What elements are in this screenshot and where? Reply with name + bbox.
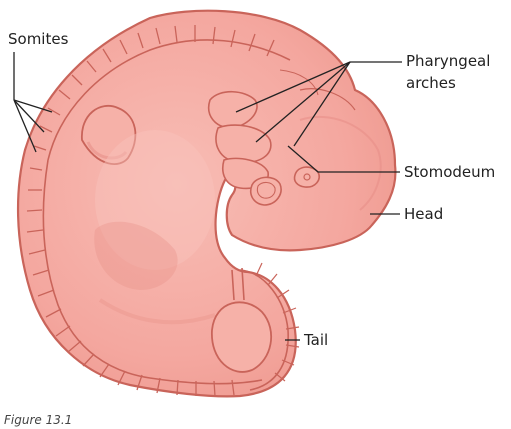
optic-vesicle xyxy=(251,177,281,205)
figure-caption: Figure 13.1 xyxy=(4,413,72,427)
leader-somites-c xyxy=(14,100,36,152)
label-stomodeum: Stomodeum xyxy=(404,163,495,181)
label-tail: Tail xyxy=(303,331,328,349)
label-pharyngeal-line1: Pharyngeal xyxy=(406,52,490,70)
label-head: Head xyxy=(404,205,443,223)
lower-limb-bud xyxy=(212,302,271,372)
label-somites: Somites xyxy=(8,30,69,48)
label-pharyngeal-line2: arches xyxy=(406,74,456,92)
